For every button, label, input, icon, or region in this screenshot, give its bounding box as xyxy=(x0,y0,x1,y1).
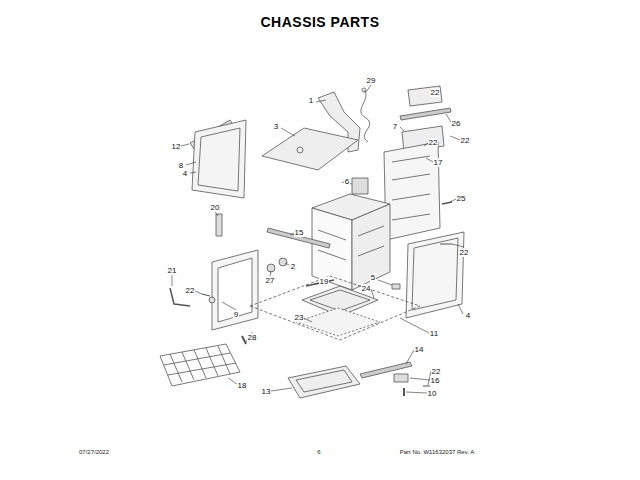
callout-number: 9 xyxy=(233,310,239,319)
callout-number: 19 xyxy=(319,277,330,286)
callout-number: 22 xyxy=(428,138,439,147)
callout-number: 17 xyxy=(433,158,444,167)
page-title: CHASSIS PARTS xyxy=(260,14,379,30)
callout-number: 10 xyxy=(427,389,438,398)
callout-number: 18 xyxy=(237,381,248,390)
footer-text: 6 xyxy=(316,449,321,456)
callout-number: 16 xyxy=(430,376,441,385)
callout-number: 6 xyxy=(344,177,350,186)
callout-number: 3 xyxy=(273,122,279,131)
callout-number: 22 xyxy=(459,248,470,257)
callout-number: 24 xyxy=(361,284,372,293)
callout-number: 2 xyxy=(290,262,296,271)
callout-number: 7 xyxy=(392,122,398,131)
callout-number: 26 xyxy=(451,119,462,128)
footer-text: Part No. W11632037 Rev. A xyxy=(399,449,475,456)
callout-number: 22 xyxy=(430,88,441,97)
callout-number: 22 xyxy=(460,136,471,145)
callout-number: 1 xyxy=(308,96,314,105)
callout-number: 22 xyxy=(431,367,442,376)
callout-number: 5 xyxy=(370,273,376,282)
callout-number: 11 xyxy=(429,329,439,338)
footer-text: 07/27/2022 xyxy=(78,449,110,456)
callout-number: 23 xyxy=(294,313,305,322)
callout-number: 27 xyxy=(265,276,276,285)
callout-number: 28 xyxy=(247,333,258,342)
callout-number: 15 xyxy=(294,228,305,237)
callout-number: 4 xyxy=(182,169,188,178)
callout-number: 29 xyxy=(366,76,377,85)
callout-number: 13 xyxy=(261,387,272,396)
callout-number: 25 xyxy=(456,194,467,203)
callout-number: 20 xyxy=(210,203,221,212)
callout-number: 14 xyxy=(414,345,425,354)
callout-number: 21 xyxy=(167,266,178,275)
callout-number: 12 xyxy=(171,142,182,151)
callout-number: 4 xyxy=(465,311,471,320)
callout-number: 22 xyxy=(185,286,196,295)
